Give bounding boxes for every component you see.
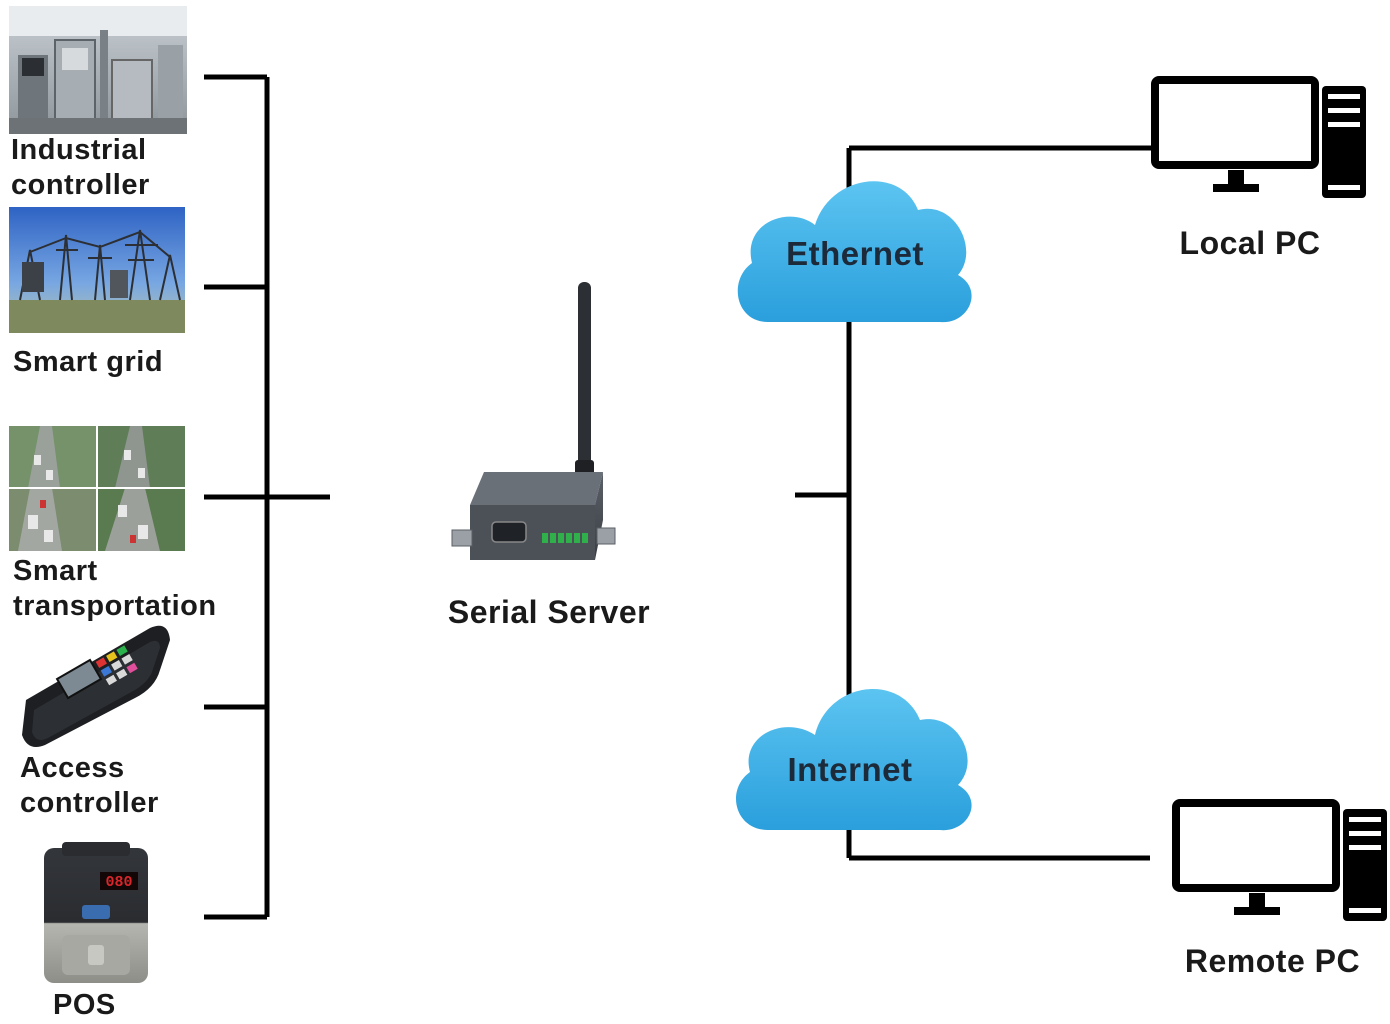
device-bus: [204, 74, 330, 920]
industrial-controller-label-line1: Industrial: [11, 134, 147, 166]
ethernet-label: Ethernet: [786, 235, 924, 272]
pos-label-line1: POS: [53, 989, 116, 1021]
smart-grid-label: Smart grid: [13, 345, 163, 380]
access-controller-label-line2: controller: [20, 787, 159, 819]
industrial-controller-label: Industrial controller: [11, 133, 150, 203]
smart-grid-image: [9, 207, 185, 333]
pos-terminal-image: 080: [44, 842, 148, 983]
smart-transportation-image: [9, 426, 185, 551]
local-pc-icon: [1151, 76, 1366, 198]
access-controller-label-line1: Access: [20, 752, 125, 784]
local-pc-label: Local PC: [1179, 225, 1321, 261]
internet-label: Internet: [787, 751, 913, 788]
smart-transportation-label-line2: transportation: [13, 590, 217, 622]
remote-pc-label: Remote PC: [1184, 943, 1361, 979]
remote-pc-icon: [1172, 799, 1387, 921]
ethernet-cloud-icon: [737, 181, 972, 323]
access-controller-label: Access controller: [20, 751, 159, 821]
pos-display-readout: 080: [105, 874, 132, 891]
pos-label: POS: [53, 988, 116, 1023]
internet-cloud-icon: [736, 689, 972, 831]
access-controller-image: [22, 625, 170, 748]
industrial-controller-image: [9, 6, 187, 134]
serial-server-label: Serial Server: [447, 594, 651, 630]
industrial-controller-label-line2: controller: [11, 169, 150, 201]
serial-server-device: [451, 282, 616, 560]
smart-transportation-label: Smart transportation: [13, 554, 217, 624]
smart-grid-label-line1: Smart grid: [13, 346, 164, 378]
smart-transportation-label-line1: Smart: [13, 555, 98, 587]
